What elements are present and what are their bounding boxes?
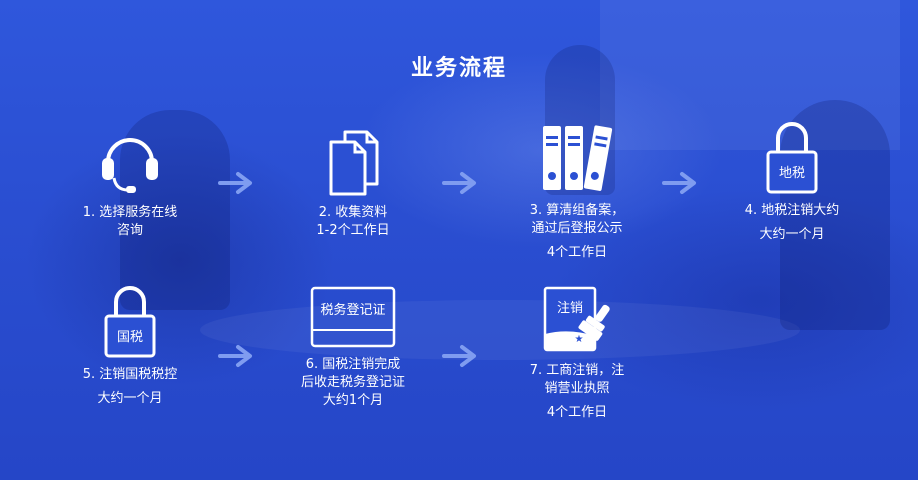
step-7: 注销 ★ 7. 工商注销，注 销营业执照 4个工作日 bbox=[482, 284, 672, 422]
step-label: 4. 地税注销大约 bbox=[744, 203, 840, 218]
lock-text: 地税 bbox=[779, 166, 805, 181]
certificate-text: 税务登记证 bbox=[320, 302, 385, 318]
step-duration: 大约一个月 bbox=[97, 391, 163, 406]
lock-icon: 国税 bbox=[104, 286, 156, 358]
stamp-icon: 注销 ★ bbox=[543, 286, 610, 352]
step-duration: 4个工作日 bbox=[546, 245, 608, 260]
step-2: 2. 收集资料 1-2个工作日 bbox=[258, 128, 448, 240]
documents-icon bbox=[329, 130, 379, 196]
background-person bbox=[780, 100, 890, 330]
step-duration: 4个工作日 bbox=[546, 405, 608, 420]
double-chevron-right-icon bbox=[218, 172, 252, 194]
step-5: 国税 5. 注销国税税控 大约一个月 bbox=[35, 284, 225, 408]
step-label: 2. 收集资料 1-2个工作日 bbox=[316, 205, 390, 238]
step-1: 1. 选择服务在线 咨询 bbox=[35, 128, 225, 240]
step-label: 1. 选择服务在线 咨询 bbox=[82, 205, 178, 238]
step-duration: 大约一个月 bbox=[759, 227, 825, 242]
double-chevron-right-icon bbox=[218, 345, 252, 367]
step-label: 5. 注销国税税控 bbox=[82, 367, 178, 382]
step-label: 6. 国税注销完成 后收走税务登记证 大约1个月 bbox=[300, 357, 405, 408]
background-table bbox=[200, 300, 800, 360]
background-window bbox=[600, 0, 900, 150]
step-label: 3. 算清组备案， 通过后登报公示 bbox=[529, 203, 625, 236]
lock-icon: 地税 bbox=[766, 122, 818, 194]
double-chevron-right-icon bbox=[442, 345, 476, 367]
double-chevron-right-icon bbox=[662, 172, 696, 194]
page-title: 业务流程 bbox=[410, 56, 507, 81]
double-chevron-right-icon bbox=[442, 172, 476, 194]
svg-text:★: ★ bbox=[575, 334, 584, 345]
step-label: 7. 工商注销，注 销营业执照 bbox=[529, 363, 625, 396]
headset-icon bbox=[102, 138, 158, 193]
lock-text: 国税 bbox=[117, 330, 143, 345]
step-4: 地税 4. 地税注销大约 大约一个月 bbox=[697, 120, 887, 244]
certificate-icon: 税务登记证 bbox=[310, 286, 396, 348]
binders-icon bbox=[543, 125, 613, 191]
stamp-text: 注销 bbox=[557, 301, 583, 316]
step-6: 税务登记证 6. 国税注销完成 后收走税务登记证 大约1个月 bbox=[258, 284, 448, 410]
step-3: 3. 算清组备案， 通过后登报公示 4个工作日 bbox=[482, 120, 672, 262]
